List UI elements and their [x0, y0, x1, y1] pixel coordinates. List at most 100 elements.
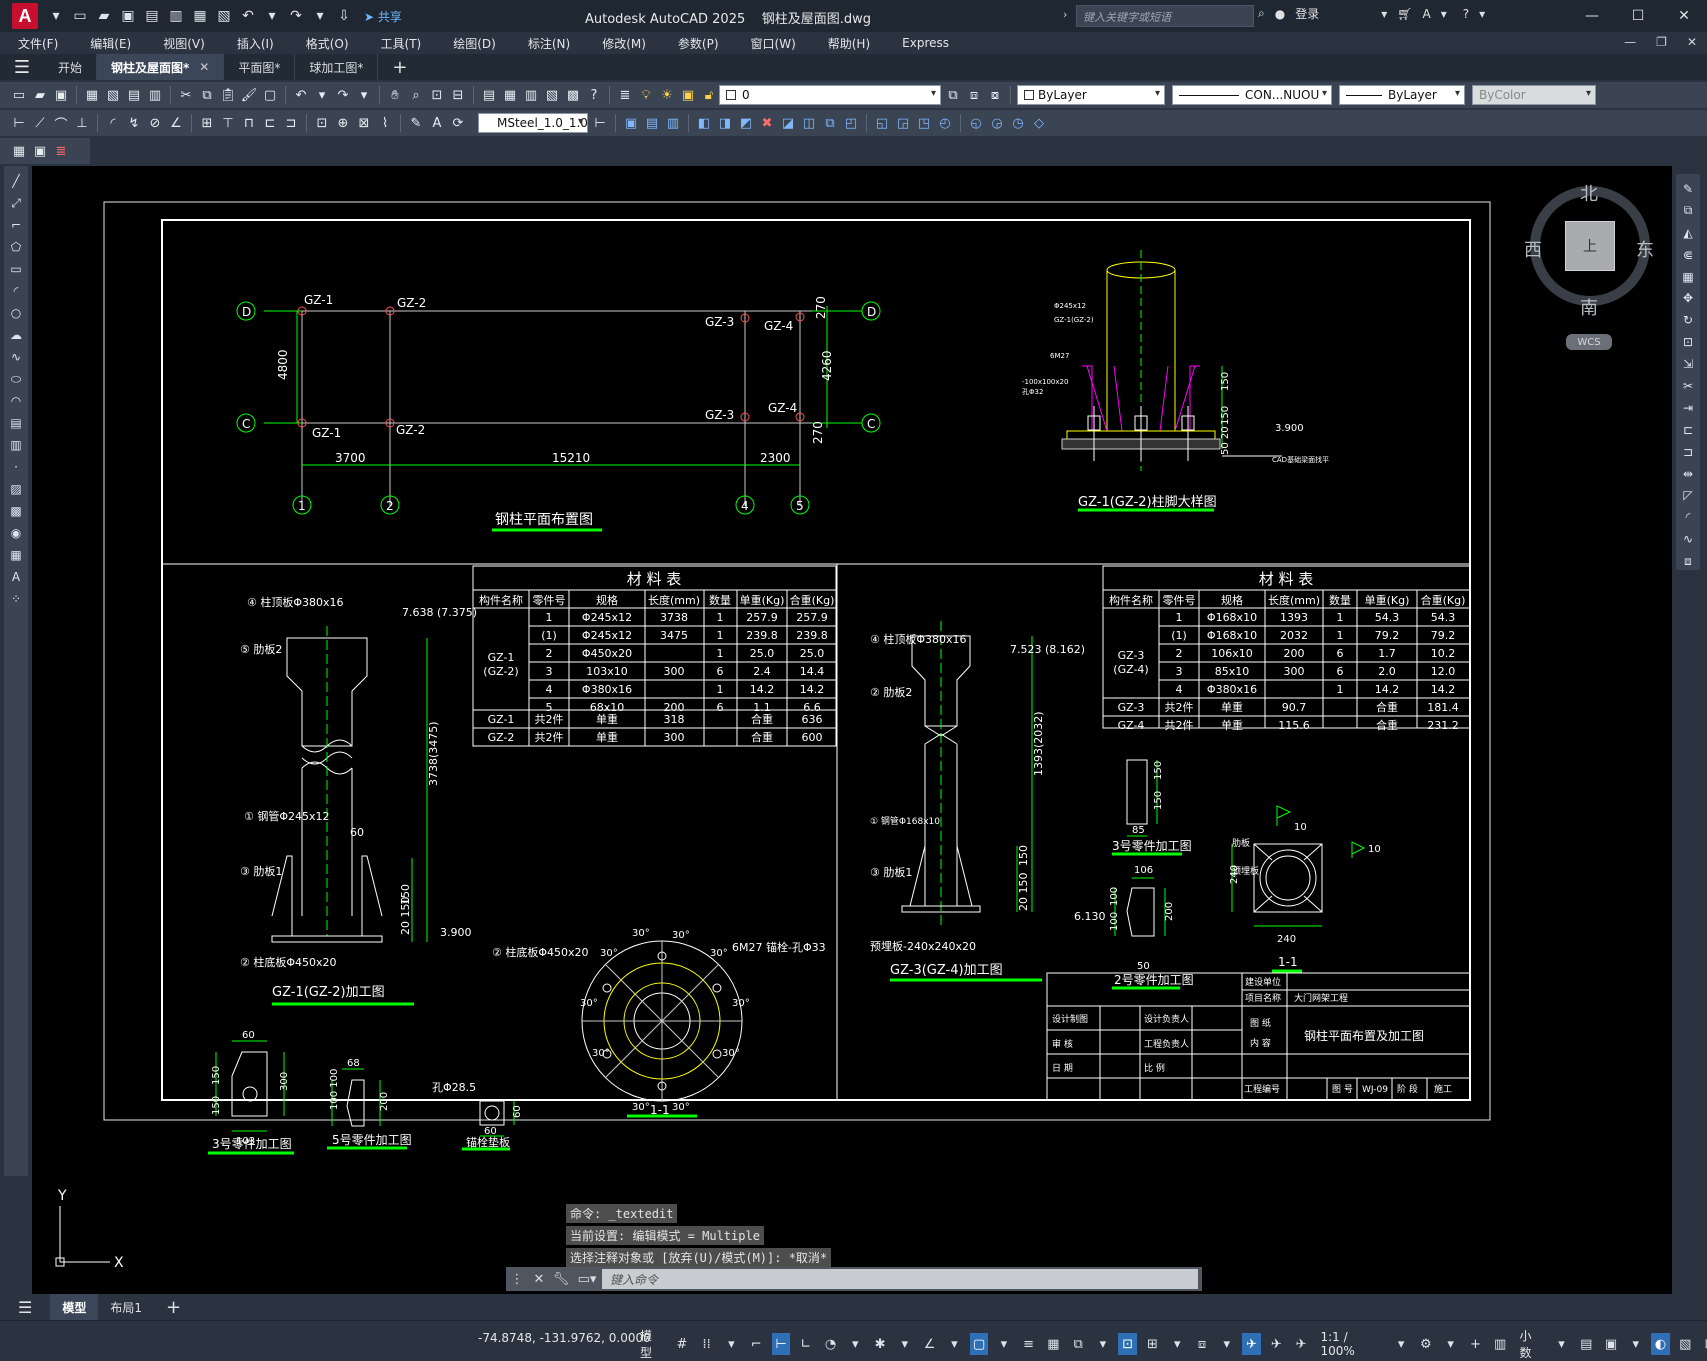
- menu-help[interactable]: 帮助(H): [827, 36, 871, 51]
- color-select[interactable]: ByLayer ▾: [1017, 85, 1165, 105]
- point-icon[interactable]: ·: [14, 460, 18, 474]
- sheet-icon[interactable]: ▣: [33, 143, 47, 159]
- arc-length-icon[interactable]: ⌒: [54, 117, 68, 133]
- add-selected-icon[interactable]: ⁘: [10, 592, 22, 606]
- save-as-icon[interactable]: ▤: [145, 8, 159, 24]
- layout-menu-icon[interactable]: ☰: [18, 1297, 33, 1317]
- help-icon[interactable]: ?: [1462, 6, 1470, 21]
- selection-cycling-dropdown-icon[interactable]: ▾: [1099, 1336, 1107, 1352]
- copy-edges-icon[interactable]: ◱: [875, 115, 889, 131]
- center-mark-icon[interactable]: ⊕: [337, 115, 349, 131]
- redo-dropdown-icon[interactable]: ▾: [316, 8, 324, 24]
- sheet-set-icon[interactable]: ▧: [545, 87, 559, 103]
- scale-icon[interactable]: ⊡: [1682, 335, 1694, 350]
- zoom-realtime-icon[interactable]: ⌕: [412, 87, 420, 103]
- workspace-dropdown-icon[interactable]: ▾: [1447, 1336, 1454, 1352]
- clean-screen-icon[interactable]: ⊡: [1701, 1333, 1707, 1355]
- customize-command-icon[interactable]: 🔧︎: [552, 1271, 570, 1287]
- new-file-icon[interactable]: ▭: [73, 8, 87, 24]
- dimstyle-select[interactable]: MSteel_1.0_1.0 ▾: [478, 113, 588, 133]
- arc-icon[interactable]: ◜: [13, 284, 19, 298]
- layer-freeze-icon[interactable]: ☀: [661, 87, 673, 103]
- dim-break-icon[interactable]: ⊐: [285, 115, 297, 131]
- search-input[interactable]: 键入关键字或短语: [1076, 5, 1254, 27]
- make-block-icon[interactable]: ▥: [10, 438, 22, 452]
- annotation-visibility-icon[interactable]: ✈: [1242, 1333, 1261, 1355]
- ellipse-arc-icon[interactable]: ◠: [10, 394, 22, 408]
- ordinate-dim-icon[interactable]: ⊥: [76, 115, 88, 131]
- open-folder-icon[interactable]: ▰: [98, 8, 110, 24]
- compass-ring[interactable]: [1530, 186, 1650, 306]
- continue-dim-icon[interactable]: ⊓: [243, 115, 255, 131]
- make-current-layer-icon[interactable]: ⧉: [948, 87, 958, 103]
- plot-icon[interactable]: ▦: [85, 87, 99, 103]
- imprint-icon[interactable]: ◳: [917, 115, 931, 131]
- jogged-linear-icon[interactable]: ⌇: [381, 115, 389, 131]
- dim-text-edit-icon[interactable]: A: [432, 115, 442, 131]
- undo-dropdown-icon[interactable]: ▾: [268, 8, 276, 24]
- stretch-icon[interactable]: ⇲: [1682, 357, 1694, 372]
- move-icon[interactable]: ✥: [1682, 291, 1694, 306]
- extrude-faces-icon[interactable]: ◧: [697, 115, 711, 131]
- dim-space-icon[interactable]: ⊏: [264, 115, 276, 131]
- delete-faces-icon[interactable]: ✖: [761, 115, 773, 131]
- a360-dropdown-icon[interactable]: ▾: [1440, 6, 1447, 21]
- layer-states-icon[interactable]: ⧇: [990, 87, 1000, 103]
- add-layout-icon[interactable]: +: [166, 1296, 182, 1318]
- cut-icon[interactable]: ✂: [180, 87, 192, 103]
- move-faces-icon[interactable]: ◨: [718, 115, 732, 131]
- units-dropdown-icon[interactable]: ▾: [1558, 1336, 1565, 1352]
- layer-on-icon[interactable]: 💡︎: [641, 87, 651, 103]
- login-link[interactable]: 登录: [1295, 7, 1320, 21]
- object-snap-icon[interactable]: ▢: [969, 1333, 989, 1355]
- polar-icon[interactable]: ◔: [824, 1336, 837, 1352]
- subtract-icon[interactable]: ▤: [645, 115, 659, 131]
- menu-modify[interactable]: 修改(M): [602, 36, 646, 51]
- recent-commands-icon[interactable]: ▭▾: [577, 1271, 597, 1287]
- diameter-dim-icon[interactable]: ⊘: [149, 115, 161, 131]
- mirror-icon[interactable]: ◭: [1683, 225, 1693, 240]
- drawing-minimize-icon[interactable]: —: [1624, 35, 1637, 49]
- tab-model[interactable]: 模型: [50, 1294, 99, 1320]
- check-icon[interactable]: ◷: [1012, 115, 1024, 131]
- grid-icon[interactable]: #: [676, 1336, 688, 1352]
- object-snap-tracking-icon[interactable]: ∠: [923, 1336, 936, 1352]
- new-icon[interactable]: ▭: [12, 87, 26, 103]
- shell-icon[interactable]: ◶: [991, 115, 1003, 131]
- tab-layout1[interactable]: 布局1: [110, 1300, 142, 1315]
- rectangle-icon[interactable]: ▭: [10, 262, 22, 276]
- publish-icon[interactable]: ▥: [169, 8, 183, 24]
- layer-lock-icon[interactable]: 🔓︎: [704, 87, 714, 103]
- layout-icon[interactable]: ▦: [12, 143, 26, 159]
- units-value[interactable]: 小数: [1519, 1329, 1532, 1360]
- menu-view[interactable]: 视图(V): [163, 36, 205, 51]
- cursor-coordinates[interactable]: -74.8748, -131.9762, 0.0000: [478, 1331, 651, 1345]
- dynamic-input-icon[interactable]: ⊢: [771, 1333, 791, 1355]
- compass-north[interactable]: 北: [1580, 184, 1598, 205]
- help-dropdown-icon[interactable]: ▾: [1479, 6, 1486, 21]
- viewcube[interactable]: 上 北 南 东 西: [1524, 184, 1654, 319]
- chamfer-icon[interactable]: ◸: [1683, 488, 1693, 503]
- tool-palettes-icon[interactable]: ▥: [524, 87, 538, 103]
- publish-icon[interactable]: ▤: [127, 87, 141, 103]
- line-icon[interactable]: ╱: [12, 174, 20, 188]
- dim-edit-icon[interactable]: ✎: [410, 115, 422, 131]
- drawing-close-icon[interactable]: ✕: [1686, 35, 1697, 49]
- extend-icon[interactable]: ⇥: [1682, 400, 1694, 415]
- 3d-osnap-icon[interactable]: ⊡: [1118, 1333, 1138, 1355]
- polyline-icon[interactable]: ⌐: [10, 218, 22, 232]
- autocad-logo-icon[interactable]: A: [12, 3, 38, 29]
- insert-block-icon[interactable]: ▤: [10, 416, 22, 430]
- menu-edit[interactable]: 编辑(E): [90, 36, 132, 51]
- polygon-icon[interactable]: ⬠: [10, 240, 22, 254]
- color-edges-icon[interactable]: ◲: [896, 115, 910, 131]
- calculator-icon[interactable]: ▩: [566, 87, 580, 103]
- color-faces-icon[interactable]: ◰: [844, 115, 858, 131]
- linetype-select[interactable]: CON...NUOU ▾: [1172, 85, 1332, 105]
- zoom-window-icon[interactable]: ⊡: [431, 87, 443, 103]
- snap-dropdown-icon[interactable]: ▾: [728, 1336, 735, 1352]
- infer-constraints-icon[interactable]: ⌐: [750, 1336, 762, 1352]
- region-icon[interactable]: ◉: [10, 526, 22, 540]
- new-tab-icon[interactable]: +: [392, 56, 408, 78]
- tab-current-drawing[interactable]: 钢柱及屋面图*✕: [97, 54, 225, 80]
